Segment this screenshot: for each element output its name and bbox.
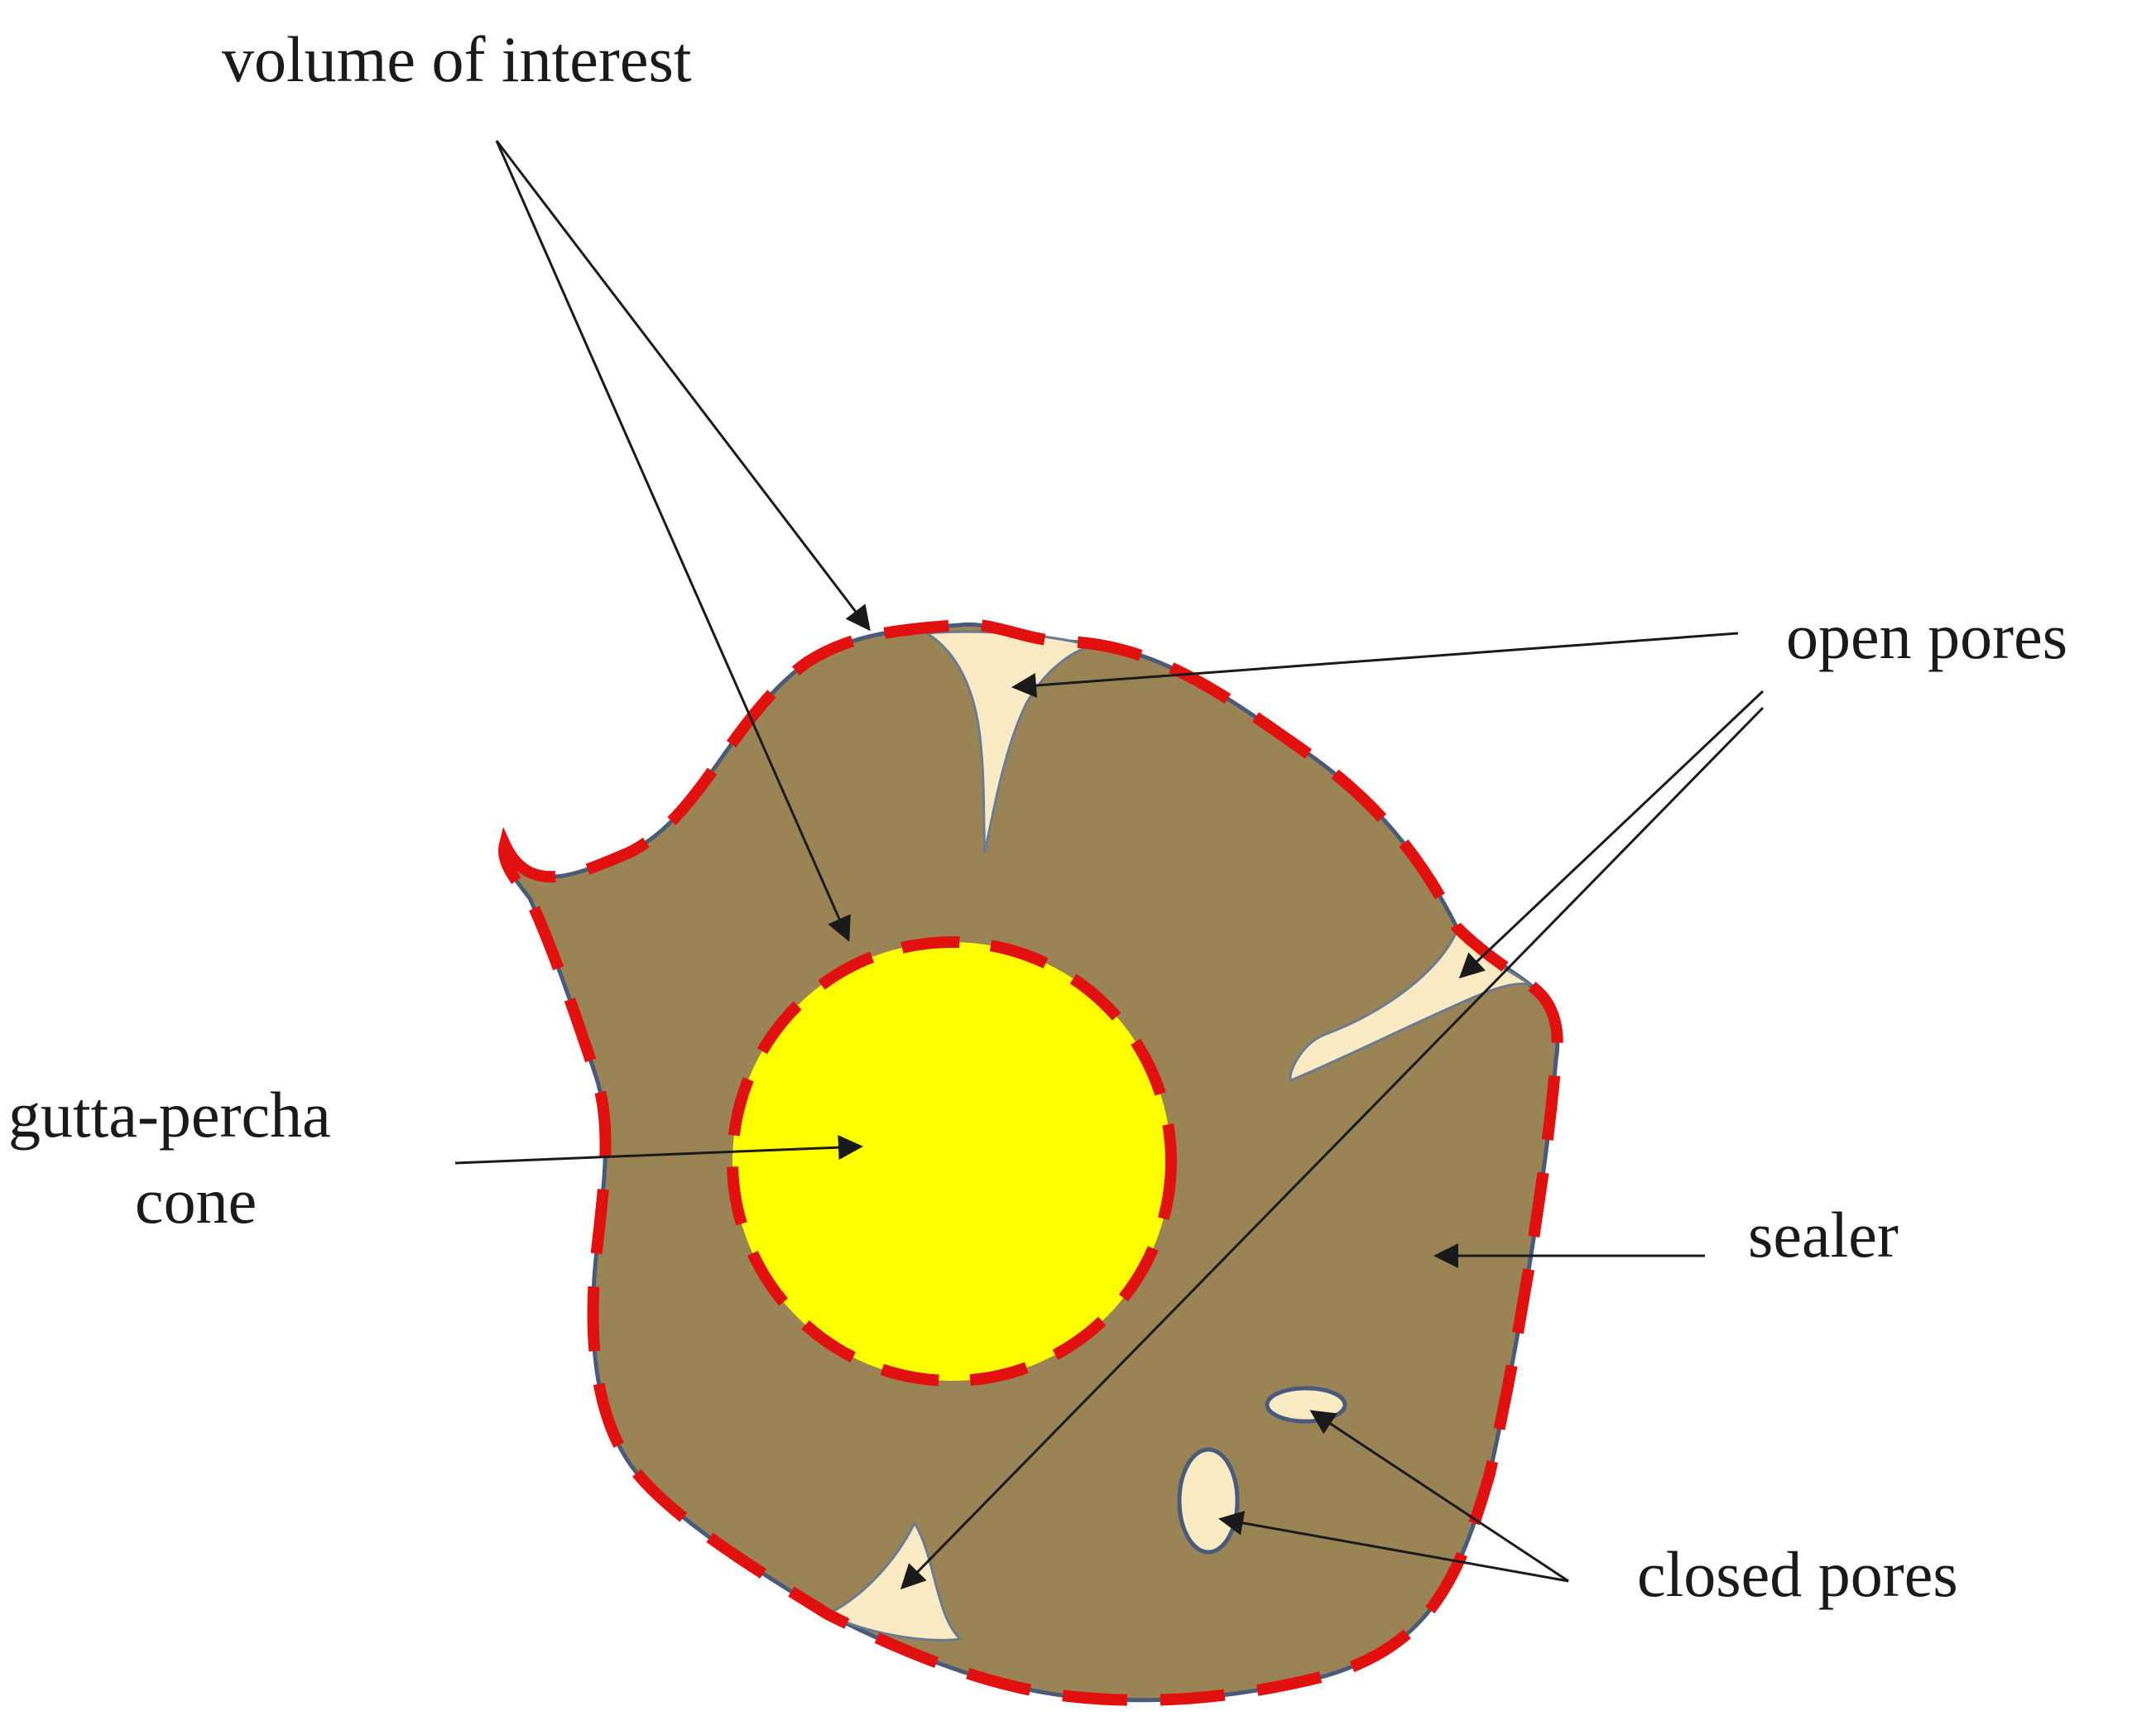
arrow-gutta-percha: [454, 1135, 863, 1165]
arrow-open-pores-bottom: [900, 706, 1765, 1590]
gutta-percha-cone: [732, 942, 1171, 1381]
closed-pore-small: [1265, 1386, 1347, 1424]
arrow-closed-pores-small: [1309, 1410, 1569, 1583]
label-gutta-percha-line2: cone: [135, 1165, 257, 1237]
label-gutta-percha-line1: gutta-percha: [8, 1079, 331, 1151]
arrows: [454, 140, 1765, 1590]
label-open-pores: open pores: [1786, 600, 2067, 672]
label-closed-pores: closed pores: [1637, 1538, 1958, 1610]
arrow-open-pores-right: [1458, 690, 1765, 979]
arrow-closed-pores-large: [1218, 1510, 1569, 1583]
open-pore-bottom: [824, 1520, 963, 1642]
closed-pore-large: [1177, 1447, 1240, 1555]
gutta-percha-boundary: [727, 936, 1177, 1387]
arrow-voi-to-gp-boundary: [495, 140, 851, 942]
label-volume-of-interest: volume of interest: [222, 23, 692, 95]
volume-of-interest-boundary: [498, 618, 1563, 1706]
arrow-open-pores-top: [1011, 632, 1739, 698]
open-pore-top: [923, 630, 1093, 853]
arrow-voi-to-outer-boundary: [495, 140, 871, 632]
label-sealer: sealer: [1748, 1199, 1899, 1271]
